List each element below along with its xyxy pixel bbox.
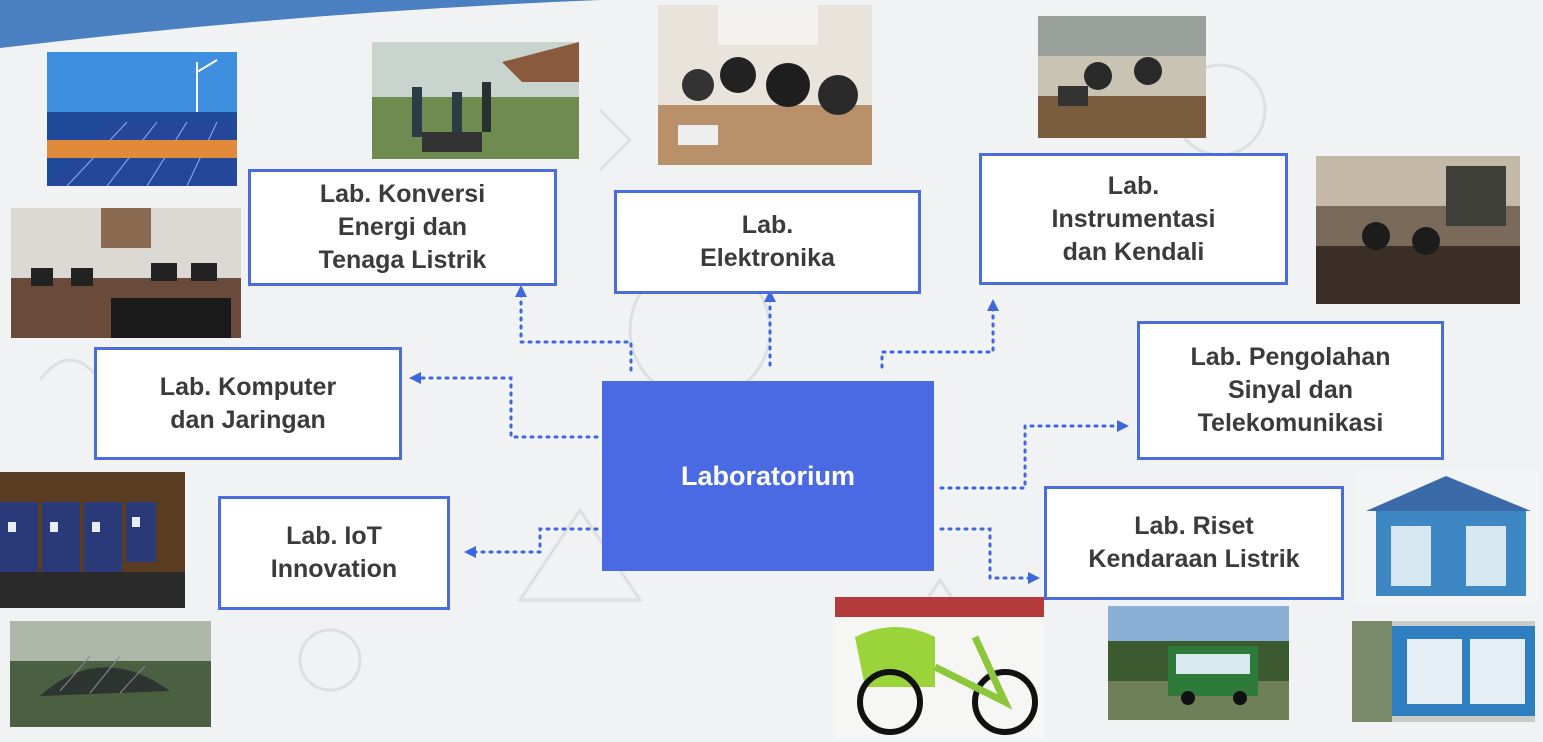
lab-box-iot[interactable]: Lab. IoT Innovation [218,496,450,610]
lab-box-komputer[interactable]: Lab. Komputer dan Jaringan [94,347,402,460]
header-ribbon [0,0,600,48]
lab-box-sinyal[interactable]: Lab. Pengolahan Sinyal dan Telekomunikas… [1137,321,1444,460]
electronics-class-photo [658,5,872,165]
lab-box-konversi[interactable]: Lab. Konversi Energi dan Tenaga Listrik [248,169,557,286]
lab-box-elektronika[interactable]: Lab. Elektronika [614,190,921,294]
electric-tricycle-photo [835,597,1044,738]
container-lab-photo [1352,621,1535,722]
field-work-photo [372,42,579,159]
instrumentation-lab-photo [1038,16,1206,138]
control-lab-photo [1316,156,1520,304]
electric-bus-photo [1108,606,1289,720]
server-rack-photo [0,472,185,608]
greenhouse-render-photo [10,621,211,727]
lab-box-instrumentasi[interactable]: Lab. Instrumentasi dan Kendali [979,153,1288,285]
lab-box-kendaraan[interactable]: Lab. Riset Kendaraan Listrik [1044,486,1344,600]
solar-panel-photo [47,52,237,186]
hub-label: Laboratorium [680,460,855,491]
charging-station-photo [1356,471,1539,602]
laboratorium-hub[interactable]: Laboratorium [602,381,934,571]
computer-room-photo [11,208,241,338]
